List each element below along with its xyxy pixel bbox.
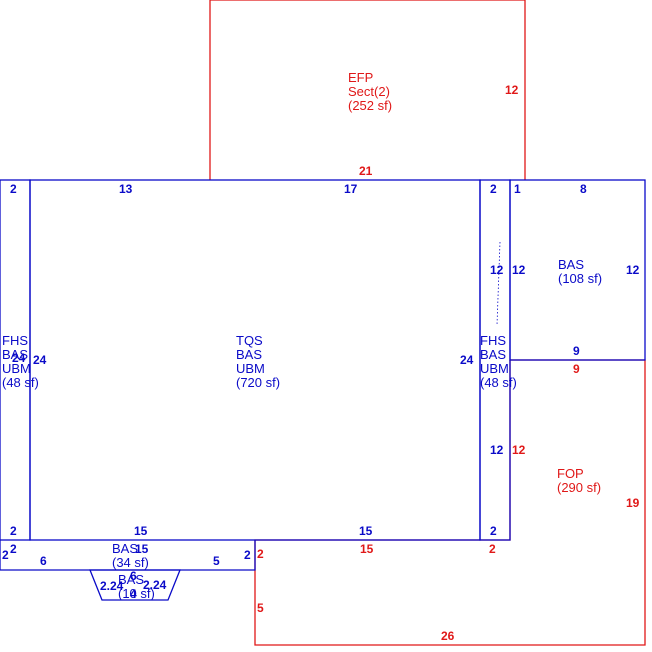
dim-bay-left: 2.24	[100, 579, 124, 593]
red-dimensions: 12 21 9 12 19 26 15 2 5 2	[257, 83, 640, 643]
dim-bay-top: 6	[130, 569, 137, 583]
efp-label: EFP Sect(2) (252 sf)	[348, 70, 394, 113]
dim-main-bottom-left: 15	[134, 524, 148, 538]
dim-bay-bottom: 4	[130, 587, 137, 601]
dim-fop-left-bottom: 5	[257, 601, 264, 615]
dim-left-strip-top: 2	[10, 182, 17, 196]
dim-bas-bottom-left-b: 2	[10, 542, 17, 556]
dim-fop-top-left: 15	[360, 542, 374, 556]
dim-fop-right: 19	[626, 496, 640, 510]
dim-fop-left: 12	[512, 443, 526, 457]
dim-fop-top-small: 2	[489, 542, 496, 556]
bas-bay-label: BAS (10 sf)	[118, 572, 155, 601]
dim-left-strip-side: 24	[12, 351, 26, 365]
dim-bas-right-top-small: 1	[514, 182, 521, 196]
dim-main-top-right: 17	[344, 182, 358, 196]
bas-bay-outline	[89, 569, 181, 601]
bas-bottom-label: BAS (34 sf)	[112, 541, 149, 570]
dim-right-strip-top: 2	[490, 182, 497, 196]
blue-outlines	[0, 179, 646, 601]
dim-efp-bottom: 21	[359, 164, 373, 178]
dim-bas-right-top: 8	[580, 182, 587, 196]
dim-bas-bottom-right: 2	[244, 548, 251, 562]
dim-fop-left-top: 2	[257, 547, 264, 561]
dim-right-strip-upper: 12	[490, 263, 504, 277]
dim-bas-right-left: 12	[512, 263, 526, 277]
dim-bay-right: 2.24	[143, 578, 167, 592]
dim-fop-bottom: 26	[441, 629, 455, 643]
dim-main-top-left: 13	[119, 182, 133, 196]
dim-bas-right-bottom: 9	[573, 344, 580, 358]
blue-dimensions: 13 17 15 15 24 24 2 2 24 2 2 12 12 8 1 1…	[2, 182, 640, 601]
dim-bas-bottom-top-right: 5	[213, 554, 220, 568]
bas-right-outline	[509, 179, 646, 361]
bas-right-label: BAS (108 sf)	[558, 257, 602, 286]
dim-right-strip-lower: 12	[490, 443, 504, 457]
dim-main-bottom-right: 15	[359, 524, 373, 538]
dim-fop-top: 9	[573, 362, 580, 376]
dim-bas-bottom-top-center: 15	[135, 542, 149, 556]
efp-outline	[209, 0, 526, 180]
dim-bas-right-right: 12	[626, 263, 640, 277]
right-strip-label: FHS BAS UBM (48 sf)	[480, 333, 517, 390]
fop-label: FOP (290 sf)	[557, 466, 601, 495]
dim-main-right: 24	[460, 353, 474, 367]
left-strip-outline	[0, 179, 31, 541]
dim-efp-right: 12	[505, 83, 519, 97]
main-area-label: TQS BAS UBM (720 sf)	[236, 333, 280, 390]
dim-main-left: 24	[33, 353, 47, 367]
dim-bas-bottom-top: 6	[40, 554, 47, 568]
dim-left-strip-bottom: 2	[10, 524, 17, 538]
dim-bas-bottom-left-a: 2	[2, 548, 9, 562]
left-strip-label: FHS BAS UBM (48 sf)	[2, 333, 39, 390]
dim-right-strip-bottom: 2	[490, 524, 497, 538]
